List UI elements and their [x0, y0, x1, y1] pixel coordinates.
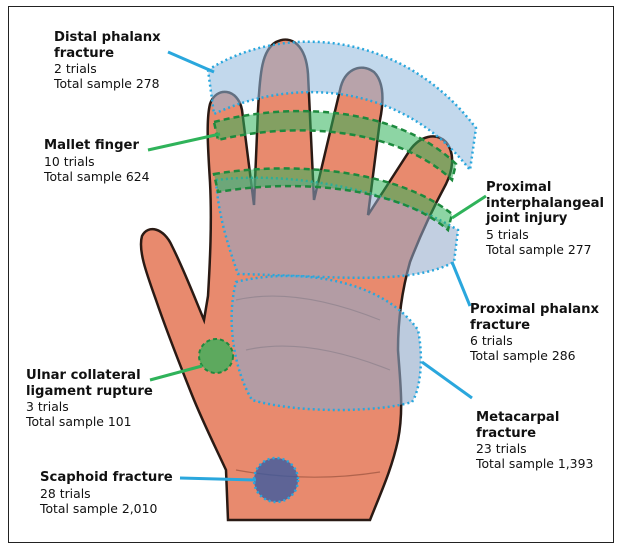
label-proximal-trials: 6 trials: [470, 333, 599, 348]
label-mallet-trials: 10 trials: [44, 154, 150, 169]
scaphoid-marker: [254, 458, 298, 502]
label-distal-title-1: Distal phalanx: [54, 30, 161, 46]
label-proximal-phalanx: Proximal phalanx fracture 6 trials Total…: [470, 302, 599, 363]
label-metacarpal-title-1: Metacarpal: [476, 410, 593, 426]
label-scaphoid-sample: Total sample 2,010: [40, 501, 173, 516]
leader-metacarpal: [422, 362, 472, 398]
label-metacarpal: Metacarpal fracture 23 trials Total samp…: [476, 410, 593, 471]
label-proximal-title-2: fracture: [470, 318, 599, 334]
label-ulnar-title-1: Ulnar collateral: [26, 368, 153, 384]
label-metacarpal-trials: 23 trials: [476, 441, 593, 456]
label-pip-sample: Total sample 277: [486, 242, 604, 257]
label-distal-phalanx: Distal phalanx fracture 2 trials Total s…: [54, 30, 161, 91]
label-mallet-finger: Mallet finger 10 trials Total sample 624: [44, 138, 150, 184]
label-proximal-sample: Total sample 286: [470, 348, 599, 363]
label-proximal-title-1: Proximal phalanx: [470, 302, 599, 318]
label-distal-sample: Total sample 278: [54, 76, 161, 91]
label-ulnar-collateral: Ulnar collateral ligament rupture 3 tria…: [26, 368, 153, 429]
label-metacarpal-sample: Total sample 1,393: [476, 456, 593, 471]
label-scaphoid: Scaphoid fracture 28 trials Total sample…: [40, 470, 173, 516]
label-ulnar-trials: 3 trials: [26, 399, 153, 414]
label-ulnar-sample: Total sample 101: [26, 414, 153, 429]
label-scaphoid-title: Scaphoid fracture: [40, 470, 173, 486]
label-pip-trials: 5 trials: [486, 227, 604, 242]
label-pip-title-1: Proximal: [486, 180, 604, 196]
label-ulnar-title-2: ligament rupture: [26, 384, 153, 400]
label-mallet-sample: Total sample 624: [44, 169, 150, 184]
label-metacarpal-title-2: fracture: [476, 426, 593, 442]
label-distal-trials: 2 trials: [54, 61, 161, 76]
label-pip-title-3: joint injury: [486, 211, 604, 227]
leader-distal: [168, 52, 214, 72]
leader-scaphoid: [180, 478, 256, 480]
label-pip-joint: Proximal interphalangeal joint injury 5 …: [486, 180, 604, 257]
label-scaphoid-trials: 28 trials: [40, 486, 173, 501]
leader-pip: [452, 196, 486, 218]
leader-proximal-phalanx: [452, 262, 470, 306]
label-mallet-title: Mallet finger: [44, 138, 150, 154]
label-pip-title-2: interphalangeal: [486, 196, 604, 212]
label-distal-title-2: fracture: [54, 46, 161, 62]
ulnar-collateral-marker: [199, 339, 233, 373]
